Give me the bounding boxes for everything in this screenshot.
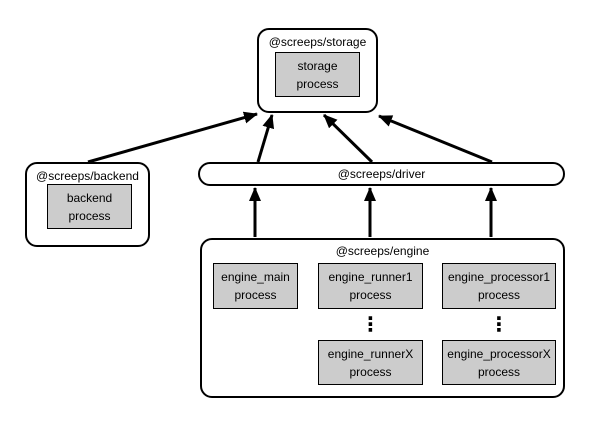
- storage-label: @screeps/storage: [268, 35, 367, 49]
- engine-runner1-line2: process: [349, 288, 392, 302]
- node-backend: @screeps/backend backend process: [25, 162, 150, 247]
- node-driver: @screeps/driver: [198, 162, 565, 186]
- engine-processor1-process-box: engine_processor1 process: [442, 263, 556, 309]
- backend-process-line1: backend: [66, 190, 113, 205]
- backend-process-line2: process: [68, 208, 111, 223]
- node-engine: @screeps/engine engine_main process engi…: [200, 238, 565, 398]
- arrow-driver-to-storage: [256, 114, 275, 163]
- engine-main-line1: engine_main: [221, 270, 290, 284]
- engine-processorX-process-box: engine_processorX process: [442, 340, 556, 385]
- storage-process-line1: storage: [297, 58, 338, 73]
- engine-runnerX-process-box: engine_runnerX process: [318, 340, 423, 385]
- driver-label: @screeps/driver: [337, 167, 426, 181]
- arrow-backend-to-storage: [87, 111, 258, 164]
- storage-process-box: storage process: [275, 52, 360, 97]
- engine-processor1-line2: process: [477, 288, 521, 302]
- engine-runnerX-line2: process: [349, 364, 392, 379]
- engine-processor1-line1: engine_processor1: [447, 270, 551, 284]
- backend-label: @screeps/backend: [36, 169, 139, 183]
- runner-ellipsis: ⋮: [360, 314, 381, 336]
- engine-runner1-process-box: engine_runner1 process: [318, 263, 423, 309]
- arrow-driver-to-storage: [322, 113, 374, 164]
- storage-process-line2: process: [296, 76, 339, 91]
- arrow-driver-to-storage: [378, 114, 493, 164]
- backend-process-box: backend process: [47, 184, 132, 229]
- engine-processorX-line2: process: [477, 364, 521, 379]
- engine-runner1-line1: engine_runner1: [328, 270, 413, 284]
- processor-ellipsis: ⋮: [489, 314, 509, 336]
- engine-processorX-line1: engine_processorX: [447, 346, 551, 361]
- node-storage: @screeps/storage storage process: [257, 28, 378, 113]
- engine-runnerX-line1: engine_runnerX: [327, 346, 414, 361]
- engine-label: @screeps/engine: [335, 244, 430, 258]
- engine-main-process-box: engine_main process: [213, 263, 298, 309]
- engine-main-line2: process: [234, 288, 277, 302]
